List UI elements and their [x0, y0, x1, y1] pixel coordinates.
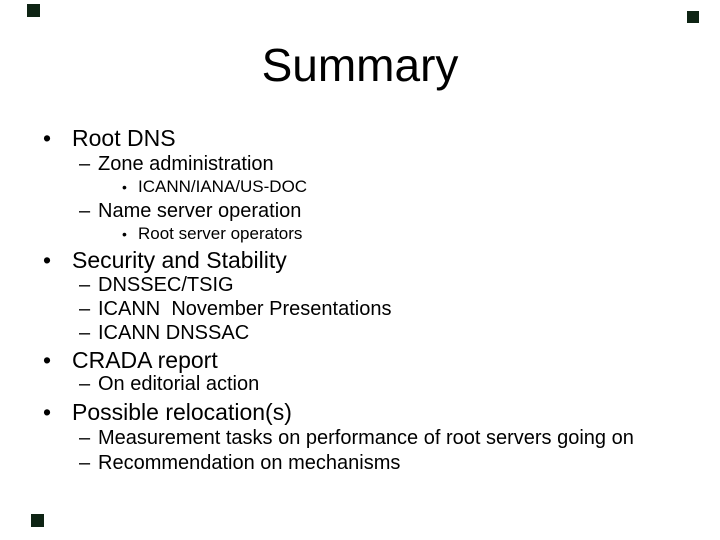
corner-mark-top-left	[27, 4, 40, 17]
bullet-text: On editorial action	[98, 373, 260, 395]
bullet-text: CRADA report	[72, 347, 218, 373]
bullet-text: Zone administration	[98, 153, 274, 175]
dash-icon: –	[79, 322, 91, 344]
bullet-text: Recommendation on mechanisms	[98, 452, 401, 474]
dash-icon: –	[79, 298, 91, 320]
corner-mark-top-right	[687, 11, 699, 23]
bullet-text: DNSSEC/TSIG	[98, 274, 234, 296]
dash-icon: –	[79, 427, 91, 449]
bullet-text: Measurement tasks on performance of root…	[98, 427, 634, 449]
bullet-text: ICANN November Presentations	[98, 298, 392, 320]
sub-bullet-dot-icon: •	[122, 226, 127, 242]
slide-title: Summary	[261, 39, 459, 91]
bullet-dot-icon: •	[43, 125, 52, 151]
dash-icon: –	[79, 373, 91, 395]
corner-mark-bottom-left	[31, 514, 44, 527]
bullet-text: Root DNS	[72, 125, 176, 151]
bullet-text: Possible relocation(s)	[72, 399, 292, 425]
bullet-text: Name server operation	[98, 200, 302, 222]
bullet-dot-icon: •	[43, 247, 52, 273]
bullet-dot-icon: •	[43, 399, 52, 425]
dash-icon: –	[79, 153, 91, 175]
dash-icon: –	[79, 200, 91, 222]
bullet-text: Security and Stability	[72, 247, 287, 273]
sub-bullet-dot-icon: •	[122, 179, 127, 195]
dash-icon: –	[79, 452, 91, 474]
dash-icon: –	[79, 274, 91, 296]
bullet-text: ICANN DNSSAC	[98, 322, 250, 344]
bullet-text: Root server operators	[138, 224, 303, 243]
bullet-text: ICANN/IANA/US-DOC	[138, 177, 308, 196]
bullet-dot-icon: •	[43, 347, 52, 373]
